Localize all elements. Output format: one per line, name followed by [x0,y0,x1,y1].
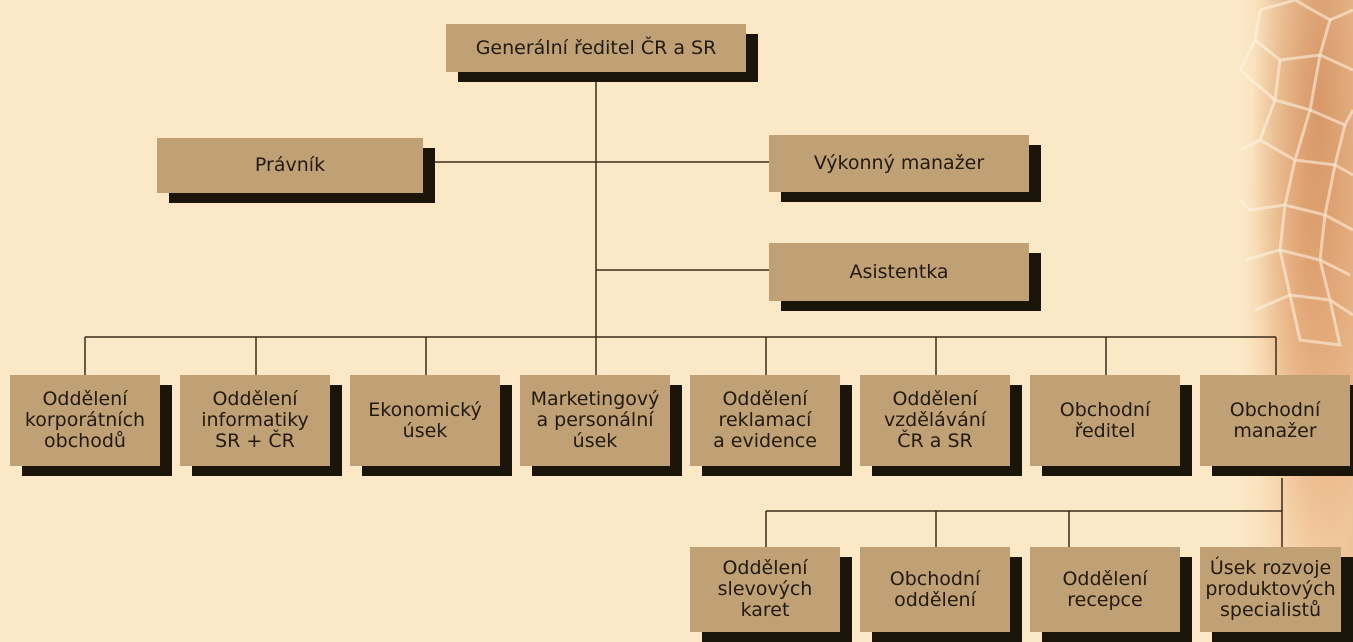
decorative-texture [1240,0,1353,642]
node-department: Oddělení vzdělávání ČR a SR [860,375,1010,466]
node-department: Oddělení informatiky SR + ČR [180,375,330,466]
node-department: Oddělení reklamací a evidence [690,375,840,466]
node-assistant: Asistentka [769,243,1029,301]
node-lawyer: Právník [157,138,423,193]
node-executive-manager: Výkonný manažer [769,135,1029,192]
node-sub-department: Úsek rozvoje produktových specialistů [1200,547,1341,632]
node-department: Oddělení korporátních obchodů [10,375,160,466]
node-department: Obchodní ředitel [1030,375,1180,466]
node-general-director: Generální ředitel ČR a SR [446,24,746,72]
node-sub-department: Oddělení recepce [1030,547,1180,632]
node-department: Marketingový a personální úsek [520,375,670,466]
node-department: Ekonomický úsek [350,375,500,466]
node-sub-department: Oddělení slevových karet [690,547,840,632]
node-department: Obchodní manažer [1200,375,1350,466]
cell-pattern [1240,0,1353,347]
node-sub-department: Obchodní oddělení [860,547,1010,632]
